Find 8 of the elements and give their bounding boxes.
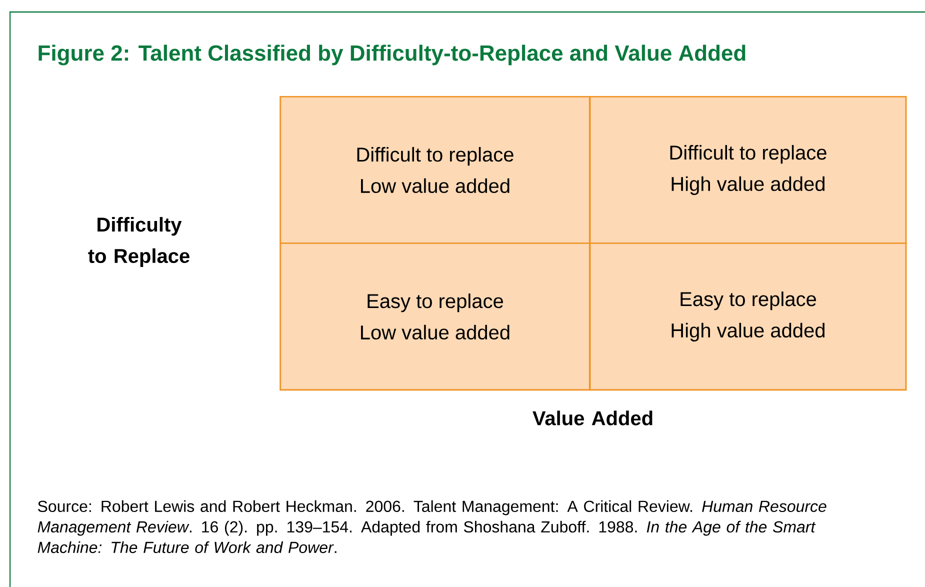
quadrant-cell: Easy to replace Low value added: [280, 242, 590, 391]
source-note: Source: Robert Lewis and Robert Heckman. 2006. Talent Management: A Critical Review. Human Resource Management Review. 16 (2). pp. 139–154. Adapted from Shoshana Zuboff. 1988. In the Age of the Smart Machine: The Future of Work and Power.: [38, 500, 826, 554]
quadrant-cell: Difficult to replace Low value added: [280, 96, 590, 244]
quadrant-cell: Difficult to replace High value added: [589, 96, 907, 244]
quadrant-cell: Easy to replace High value added: [589, 242, 907, 391]
axis-label: Value Added: [532, 410, 652, 426]
axis-label: Difficulty to Replace: [88, 217, 190, 267]
figure-title: Figure 2: Talent Classified by Difficulty-to-Replace and Value Added: [38, 44, 746, 66]
